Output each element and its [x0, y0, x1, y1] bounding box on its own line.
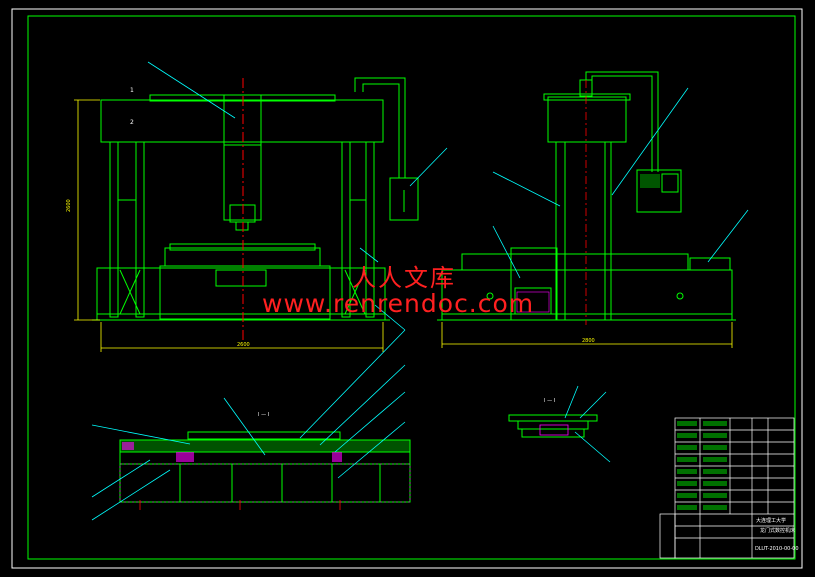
section-centerlines [139, 500, 341, 510]
section-leader-lines [91, 329, 406, 521]
watermark-chinese: 人人文库 [352, 264, 456, 292]
side-bolt-left [486, 292, 494, 300]
side-bolt-right [676, 292, 684, 300]
front-leader-lines [147, 61, 448, 331]
title-block-fill [677, 421, 727, 510]
side-width-dim: 2800 [582, 338, 595, 344]
section-mark-1: 1 [130, 87, 134, 94]
outer-border [11, 8, 803, 569]
detail-leader-lines [564, 385, 611, 463]
section-mark-2: 2 [130, 119, 134, 126]
section-aa-label: I — I [258, 412, 269, 418]
detail-view [508, 414, 598, 438]
section-bb-label: I — I [544, 398, 555, 404]
coolant-tank-detail [516, 291, 550, 313]
title-block-drawing-title: 龙门式数控机床 [760, 527, 795, 534]
side-leader-lines [492, 87, 749, 279]
detail-magenta-part [539, 424, 569, 436]
control-panel-screen [640, 174, 660, 188]
section-hatch [119, 463, 411, 503]
section-magenta-part-mid [176, 452, 194, 462]
title-block-school: 大连理工大学 [756, 517, 786, 524]
section-view-bottom-left [119, 431, 411, 503]
side-dimension-lines [441, 322, 733, 348]
watermark-url[interactable]: www.renrendoc.com [262, 289, 535, 318]
inner-border [27, 15, 796, 560]
title-block-drawing-no: DLUT-2010-00-00 [755, 546, 799, 552]
front-width-dim: 2600 [237, 342, 250, 348]
front-dimension-lines [74, 99, 384, 352]
front-height-dim: 2600 [66, 199, 72, 212]
section-magenta-part-right [332, 452, 342, 462]
title-block [659, 417, 795, 559]
side-elevation-view [437, 71, 736, 321]
section-magenta-part-left [122, 442, 134, 450]
